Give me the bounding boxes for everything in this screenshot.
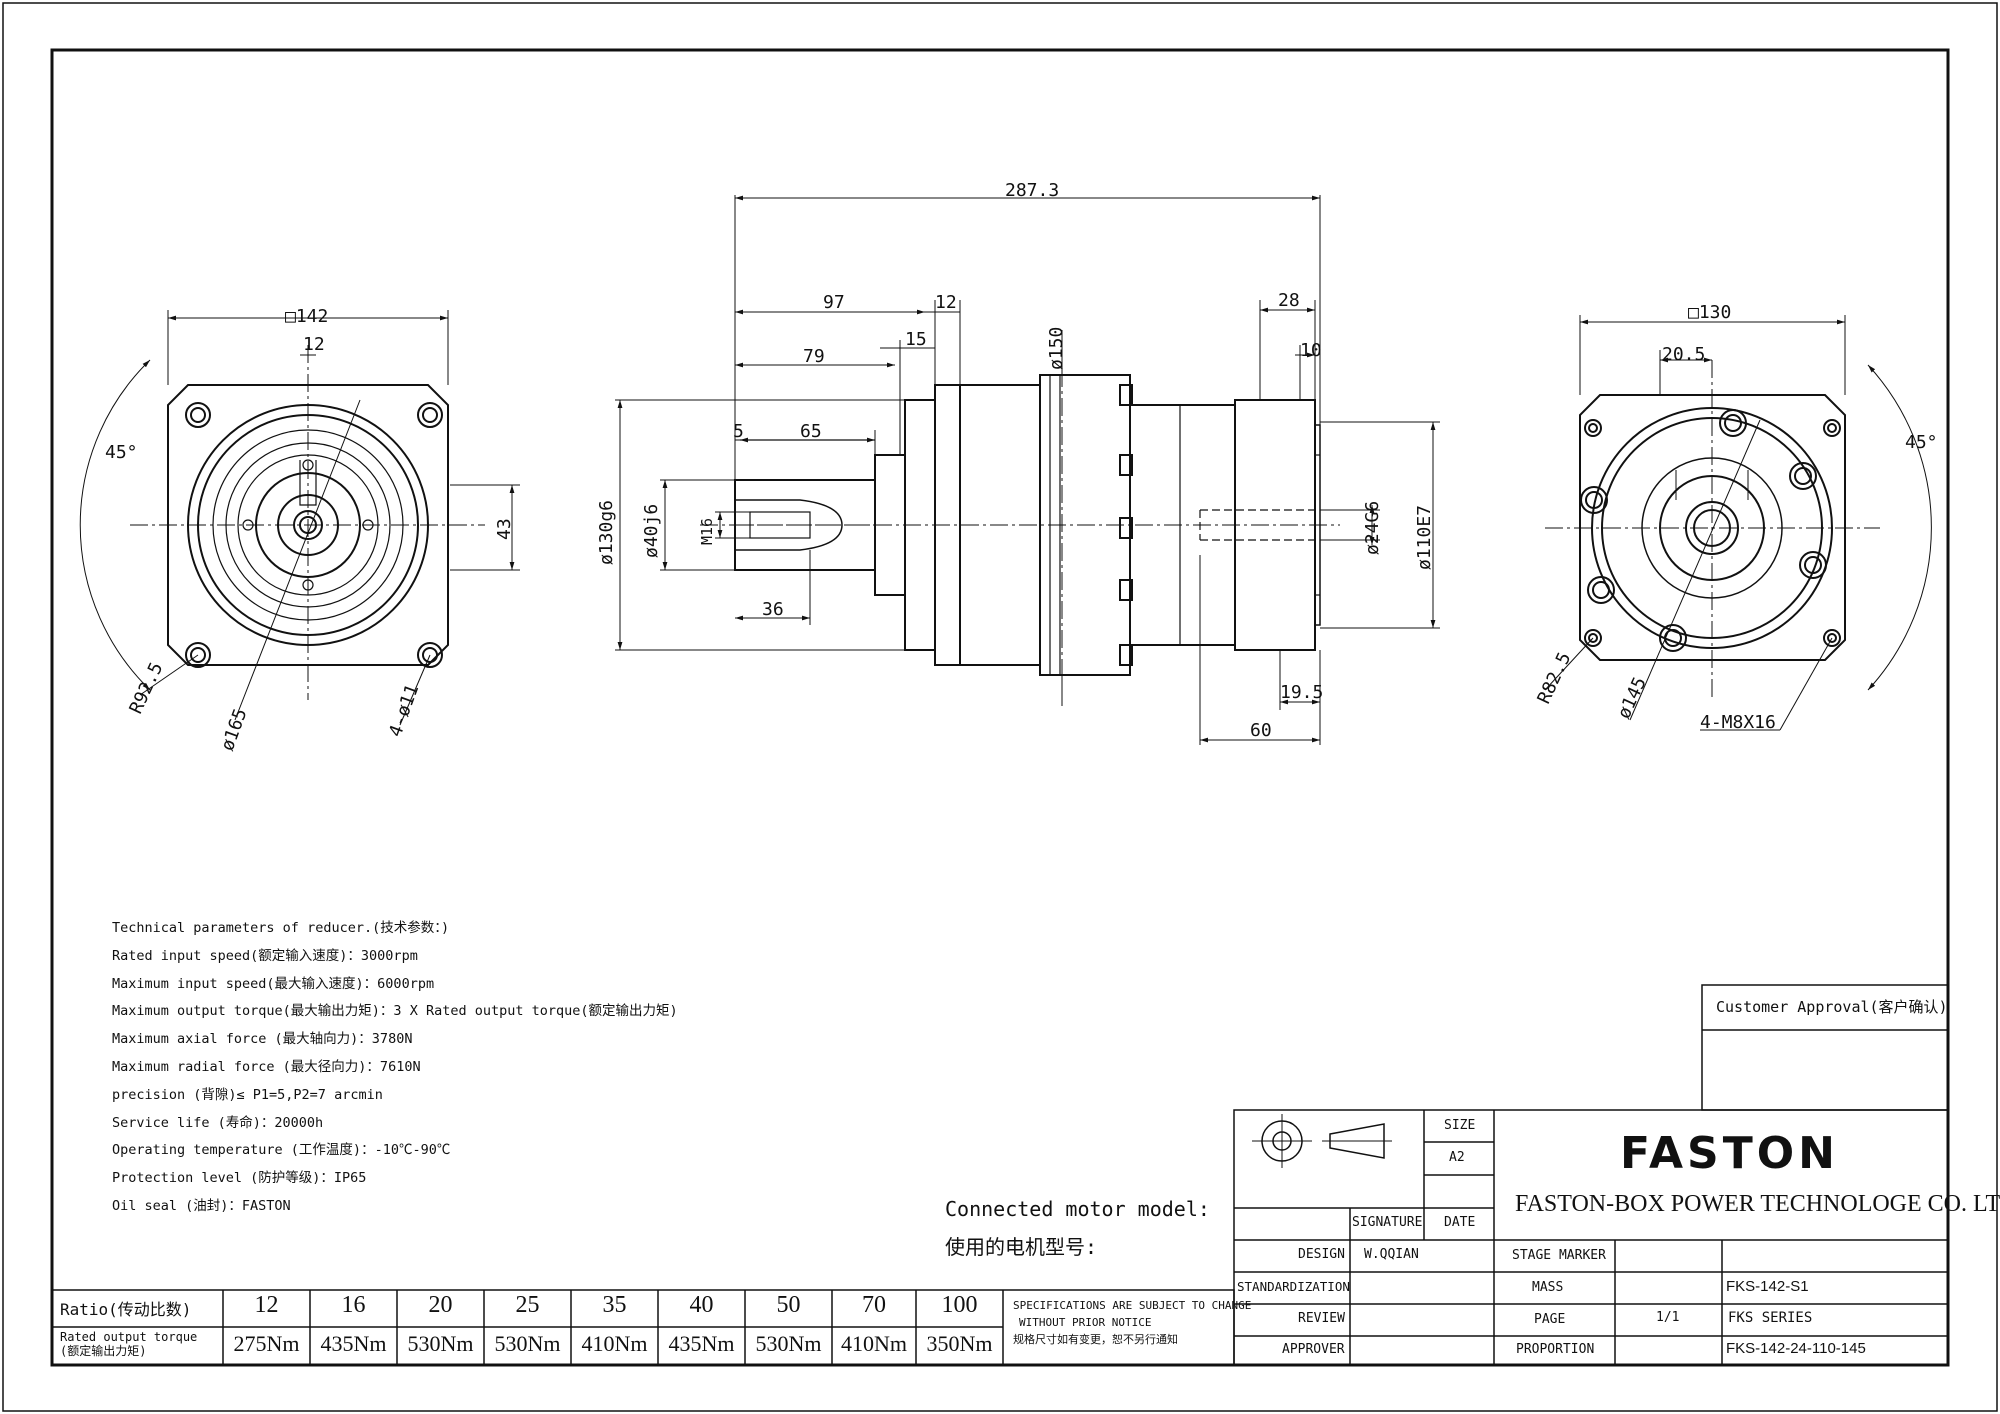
date-header: DATE (1444, 1215, 1476, 1230)
param-line: Maximum radial force (最大径向力)：7610N (112, 1058, 421, 1075)
dim-12: 12 (935, 292, 957, 313)
ratio-value: 50 (776, 1292, 801, 1318)
torque-label: Rated output torque (额定输出力矩) (60, 1330, 197, 1358)
notice-line: WITHOUT PRIOR NOTICE (1019, 1316, 1152, 1329)
ratio-value: 70 (862, 1292, 886, 1318)
left-radius-dim: R92.5 (125, 659, 167, 717)
dim-15: 15 (905, 329, 927, 350)
param-line: Technical parameters of reducer.(技术参数：) (112, 920, 450, 936)
motor-line-cn: 使用的电机型号: (945, 1235, 1098, 1259)
dim-110e7: ø110E7 (1414, 505, 1435, 570)
param-line: Maximum input speed(最大输入速度)：6000rpm (112, 975, 435, 992)
param-line: Maximum axial force (最大轴向力)：3780N (112, 1031, 413, 1048)
dim-28: 28 (1278, 290, 1300, 311)
proportion-label: PROPORTION (1516, 1342, 1595, 1357)
dim-79: 79 (803, 346, 825, 367)
right-square-dim: □130 (1688, 302, 1731, 323)
torque-label-en: Rated output torque (60, 1330, 198, 1344)
dim-5: 5 (733, 421, 744, 442)
left-key-height-dim: 43 (494, 518, 515, 540)
left-pcd-dim: ø165 (217, 706, 252, 754)
dim-97: 97 (823, 292, 845, 313)
page-value: 1/1 (1656, 1310, 1680, 1325)
ratio-value: 12 (254, 1292, 279, 1318)
ratio-value: 100 (941, 1292, 978, 1318)
param-line: Oil seal (油封)：FASTON (112, 1197, 291, 1214)
param-line: Service life (寿命)：20000h (112, 1114, 324, 1131)
ratio-value: 40 (689, 1292, 714, 1318)
customer-approval: Customer Approval(客户确认) (1716, 998, 1948, 1016)
right-angle-dim: 45° (1905, 432, 1938, 453)
ratio-value: 16 (341, 1292, 366, 1318)
stage-marker-label: STAGE MARKER (1512, 1248, 1606, 1263)
dim-m16: M16 (698, 518, 716, 545)
side-view (615, 195, 1440, 745)
page-label: PAGE (1534, 1312, 1566, 1327)
part-number: FKS-142-S1 (1726, 1278, 1809, 1295)
dim-24g6: ø24G6 (1362, 501, 1383, 555)
left-square-dim: □142 (285, 306, 328, 327)
dim-150: ø150 (1046, 327, 1067, 370)
torque-value: 350Nm (926, 1331, 993, 1356)
right-flange-view (1544, 315, 1932, 731)
dim-40j6: ø40j6 (641, 504, 662, 558)
review-label: REVIEW (1298, 1311, 1345, 1326)
dim-130g6: ø130g6 (596, 500, 617, 565)
ratio-value: 20 (428, 1292, 453, 1318)
param-line: Rated input speed(额定输入速度)：3000rpm (112, 947, 418, 964)
notice-line: 规格尺寸如有变更，恕不另行通知 (1013, 1333, 1178, 1346)
param-line: Operating temperature (工作温度)：-10℃-90℃ (112, 1142, 451, 1159)
series: FKS SERIES (1728, 1310, 1813, 1326)
ratio-label: Ratio(传动比数) (60, 1300, 192, 1319)
torque-value: 435Nm (320, 1331, 387, 1356)
param-line: Maximum output torque(最大输出力矩)：3 X Rated … (112, 1003, 678, 1020)
designer-name: W.QQIAN (1364, 1247, 1419, 1262)
technical-parameters: Technical parameters of reducer.(技术参数：) … (112, 915, 678, 1221)
torque-value: 410Nm (581, 1331, 648, 1356)
dim-19-5: 19.5 (1280, 682, 1323, 703)
size-label: SIZE (1444, 1118, 1476, 1133)
ratio-value: 35 (602, 1292, 627, 1318)
company-name: FASTON-BOX POWER TECHNOLOGE CO. LTD. (1515, 1191, 2000, 1217)
right-holes-dim: 4-M8X16 (1700, 712, 1776, 733)
left-key-width-dim: 12 (303, 334, 325, 355)
dim-65: 65 (800, 421, 822, 442)
dim-10: 10 (1300, 340, 1322, 361)
model-number: FKS-142-24-110-145 (1726, 1340, 1866, 1357)
total-length-dim: 287.3 (1005, 180, 1059, 201)
design-label: DESIGN (1298, 1247, 1345, 1262)
dim-36: 36 (762, 599, 784, 620)
left-angle-dim: 45° (105, 442, 138, 463)
torque-value: 435Nm (668, 1331, 735, 1356)
left-holes-dim: 4-ø11 (385, 682, 423, 740)
right-radius-dim: R82.5 (1533, 649, 1575, 707)
right-pcd-dim: ø145 (1613, 674, 1650, 722)
projection-symbol (1252, 1114, 1392, 1168)
torque-label-cn: (额定输出力矩) (60, 1344, 147, 1358)
dim-60: 60 (1250, 720, 1272, 741)
approver-label: APPROVER (1282, 1342, 1345, 1357)
specification-notice: SPECIFICATIONS ARE SUBJECT TO CHANGE WIT… (1013, 1297, 1251, 1348)
param-line: Protection level (防护等级)：IP65 (112, 1170, 367, 1187)
connected-motor-model: Connected motor model: 使用的电机型号: (945, 1190, 1210, 1266)
param-line: precision (背隙)≤ P1=5,P2=7 arcmin (112, 1086, 383, 1103)
faston-logo: FASTON (1620, 1128, 1839, 1179)
torque-value: 410Nm (841, 1331, 907, 1356)
torque-value: 530Nm (407, 1331, 474, 1356)
torque-value: 530Nm (494, 1331, 561, 1356)
ratio-value: 25 (515, 1292, 540, 1318)
left-flange-view (79, 310, 520, 726)
standardization-label: STANDARDIZATION (1237, 1279, 1350, 1294)
size-value: A2 (1449, 1150, 1465, 1165)
torque-value: 275Nm (233, 1331, 300, 1356)
torque-value: 530Nm (755, 1331, 822, 1356)
right-offset-dim: 20.5 (1662, 344, 1705, 365)
mass-label: MASS (1532, 1280, 1564, 1295)
motor-line-en: Connected motor model: (945, 1197, 1210, 1221)
signature-header: SIGNATURE (1352, 1215, 1423, 1230)
notice-line: SPECIFICATIONS ARE SUBJECT TO CHANGE (1013, 1299, 1252, 1312)
title-block-grid (1233, 984, 1949, 1366)
